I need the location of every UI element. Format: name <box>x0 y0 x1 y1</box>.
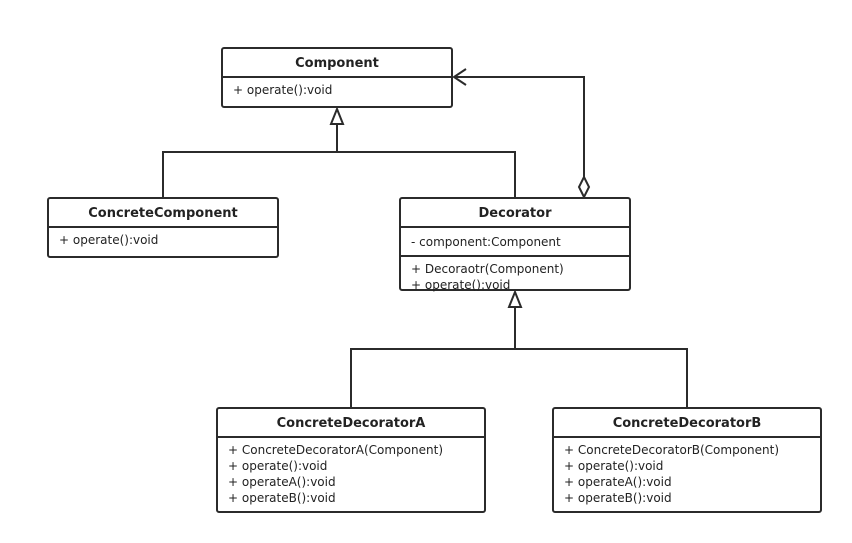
edge-decorator-a-to-decorator <box>350 348 515 407</box>
class-concrete-component[interactable]: ConcreteComponent + operate():void <box>47 197 279 258</box>
method: + Decoraotr(Component) <box>411 262 564 276</box>
edge-decorator-b-to-decorator <box>515 348 688 407</box>
aggregation-diamond <box>577 174 591 200</box>
methods-section: + ConcreteDecoratorB(Component) + operat… <box>554 438 820 509</box>
method: + operateA():void <box>564 475 672 489</box>
methods-section: + operate():void <box>49 228 277 251</box>
class-name: Decorator <box>401 199 629 228</box>
method: + ConcreteDecoratorB(Component) <box>564 443 780 457</box>
method: + ConcreteDecoratorA(Component) <box>228 443 444 457</box>
method: + operate():void <box>59 233 159 247</box>
method: + operateA():void <box>228 475 336 489</box>
methods-section: + operate():void <box>223 78 451 101</box>
method: + operate():void <box>564 459 664 473</box>
method: + operate():void <box>233 83 333 97</box>
aggregation-open-arrowhead <box>452 68 467 86</box>
attributes-section: - component:Component <box>401 228 629 257</box>
method: + operateB():void <box>228 491 336 505</box>
method: + operateB():void <box>564 491 672 505</box>
methods-section: + Decoraotr(Component) + operate():void <box>401 257 629 296</box>
class-concrete-decorator-a[interactable]: ConcreteDecoratorA + ConcreteDecoratorA(… <box>216 407 486 513</box>
class-name: ConcreteComponent <box>49 199 277 228</box>
attribute: - component:Component <box>411 235 561 249</box>
aggregation-decorator-component <box>452 68 591 200</box>
method: + operate():void <box>411 278 511 292</box>
method: + operate():void <box>228 459 328 473</box>
methods-section: + ConcreteDecoratorA(Component) + operat… <box>218 438 484 509</box>
edge-decorator-to-component <box>337 151 516 197</box>
class-name: ConcreteDecoratorB <box>554 409 820 438</box>
class-name: Component <box>223 49 451 78</box>
class-component[interactable]: Component + operate():void <box>221 47 453 108</box>
generalization-to-component <box>162 106 516 197</box>
edge-aggregation <box>454 76 585 177</box>
class-concrete-decorator-b[interactable]: ConcreteDecoratorB + ConcreteDecoratorB(… <box>552 407 822 513</box>
generalization-to-decorator <box>350 289 688 407</box>
generalization-arrowhead-component <box>329 106 345 125</box>
class-decorator[interactable]: Decorator - component:Component + Decora… <box>399 197 631 292</box>
generalization-arrowhead-decorator <box>507 289 523 308</box>
edge-concrete-component-to-component <box>162 151 337 197</box>
class-name: ConcreteDecoratorA <box>218 409 484 438</box>
